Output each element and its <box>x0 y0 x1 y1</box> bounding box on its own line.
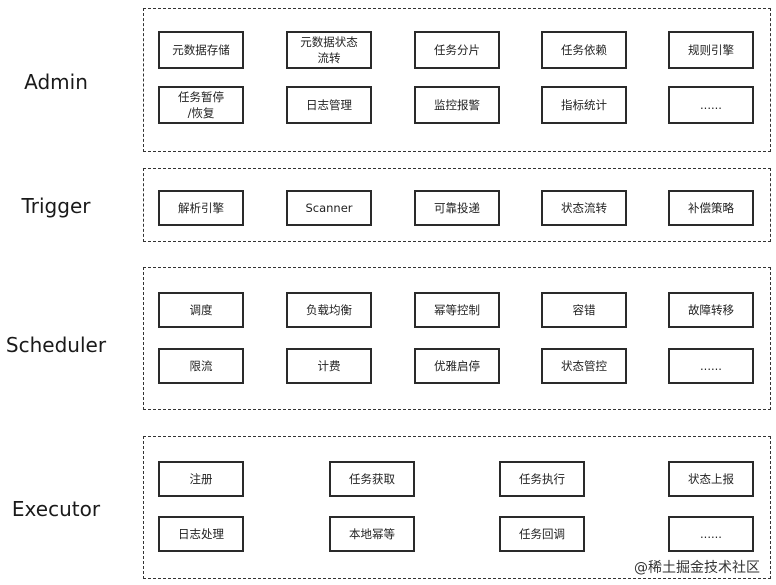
admin-cell: 日志管理 <box>286 86 372 124</box>
admin-cell: 规则引擎 <box>668 31 754 69</box>
admin-cell: 元数据状态 流转 <box>286 31 372 69</box>
executor-cell: 任务回调 <box>499 516 585 552</box>
executor-cell: 状态上报 <box>668 461 754 497</box>
executor-cell: 本地幂等 <box>329 516 415 552</box>
admin-cell: ...... <box>668 86 754 124</box>
scheduler-cell: 优雅启停 <box>414 348 500 384</box>
layer-box-scheduler <box>143 267 771 410</box>
layer-label-scheduler: Scheduler <box>5 333 107 357</box>
layer-label-trigger: Trigger <box>21 194 91 218</box>
executor-cell: ...... <box>668 516 754 552</box>
admin-cell: 元数据存储 <box>158 31 244 69</box>
scheduler-cell: 负载均衡 <box>286 292 372 328</box>
admin-cell: 任务依赖 <box>541 31 627 69</box>
layer-label-executor: Executor <box>11 497 101 521</box>
executor-cell: 日志处理 <box>158 516 244 552</box>
trigger-cell: 可靠投递 <box>414 190 500 226</box>
layer-box-trigger <box>143 168 771 242</box>
scheduler-cell: 计费 <box>286 348 372 384</box>
scheduler-cell: 容错 <box>541 292 627 328</box>
scheduler-cell: 状态管控 <box>541 348 627 384</box>
layer-box-executor <box>143 436 771 579</box>
footer-credit: @稀土掘金技术社区 <box>634 560 760 576</box>
executor-cell: 注册 <box>158 461 244 497</box>
scheduler-cell: 调度 <box>158 292 244 328</box>
admin-cell: 任务分片 <box>414 31 500 69</box>
scheduler-cell: ...... <box>668 348 754 384</box>
scheduler-cell: 限流 <box>158 348 244 384</box>
executor-cell: 任务执行 <box>499 461 585 497</box>
admin-cell: 指标统计 <box>541 86 627 124</box>
trigger-cell: 状态流转 <box>541 190 627 226</box>
admin-cell: 监控报警 <box>414 86 500 124</box>
scheduler-cell: 幂等控制 <box>414 292 500 328</box>
admin-cell: 任务暂停 /恢复 <box>158 86 244 124</box>
layer-label-admin: Admin <box>24 70 88 94</box>
trigger-cell: 补偿策略 <box>668 190 754 226</box>
executor-cell: 任务获取 <box>329 461 415 497</box>
trigger-cell: Scanner <box>286 190 372 226</box>
trigger-cell: 解析引擎 <box>158 190 244 226</box>
layer-box-admin <box>143 8 771 152</box>
scheduler-cell: 故障转移 <box>668 292 754 328</box>
